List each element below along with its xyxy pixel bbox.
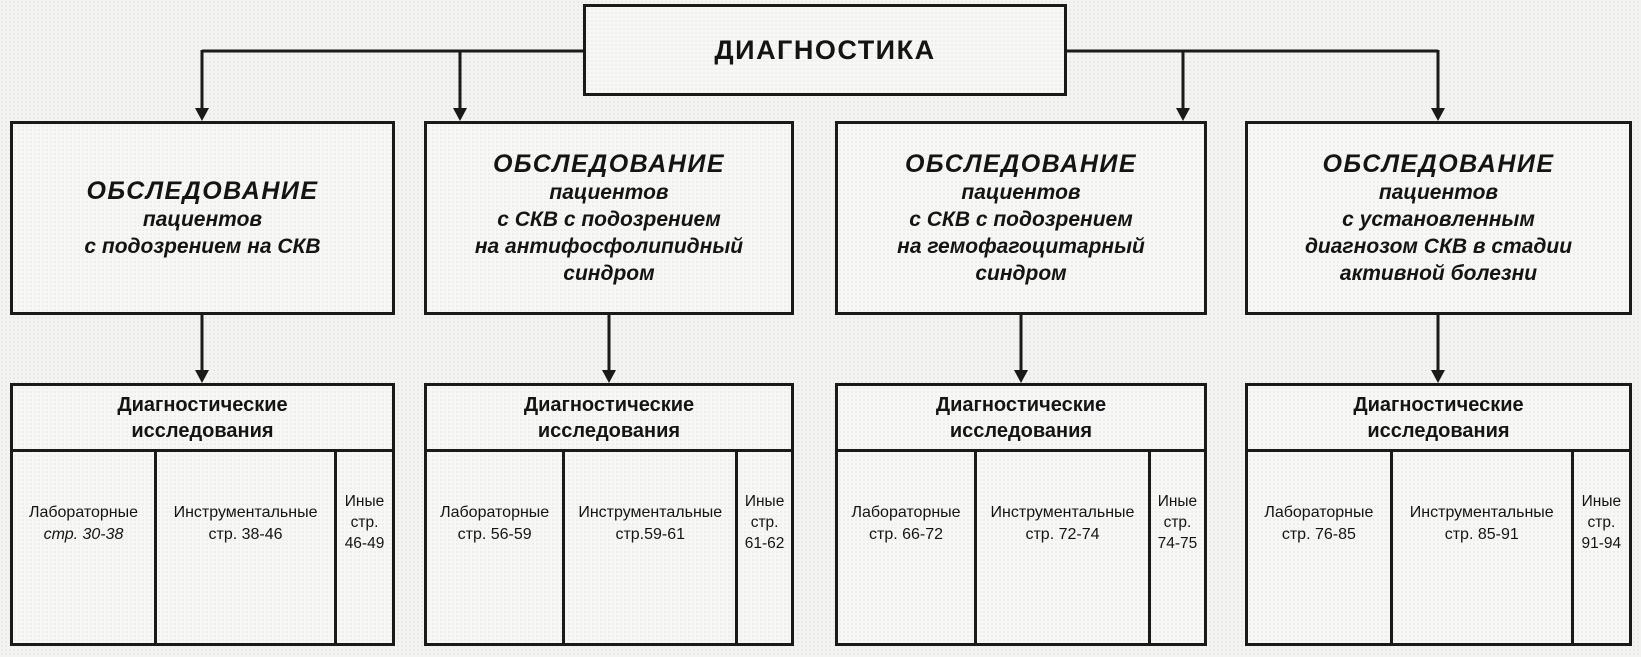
column-laboratory: Лабораторные стр. 66-72 bbox=[838, 452, 978, 643]
arrowhead-exam-1-icon bbox=[195, 108, 209, 121]
column-other: Иные стр. 91-94 bbox=[1574, 452, 1629, 643]
arrowhead-exam-3-icon bbox=[1176, 108, 1190, 121]
research-group-4: Диагностические исследования Лабораторны… bbox=[1245, 383, 1632, 646]
column-instrumental: Инструментальные стр. 38-46 bbox=[157, 452, 338, 643]
column-label: Лабораторные bbox=[851, 503, 961, 521]
column-pages: стр. 30-38 bbox=[43, 525, 124, 543]
arrowhead-group-3-icon bbox=[1014, 370, 1028, 383]
diagnostics-root-label: ДИАГНОСТИКА bbox=[714, 34, 936, 65]
exam-box-title: ОБСЛЕДОВАНИЕ bbox=[1322, 149, 1555, 178]
research-group-header: Диагностические исследования bbox=[13, 386, 392, 452]
exam-box-hemophagocytic-syndrome: ОБСЛЕДОВАНИЕ пациентов с СКВ с подозрени… bbox=[835, 121, 1207, 315]
arrowhead-group-1-icon bbox=[195, 370, 209, 383]
exam-box-subtitle: пациентов с СКВ с подозрением на гемофаг… bbox=[897, 180, 1145, 285]
research-group-3: Диагностические исследования Лабораторны… bbox=[835, 383, 1207, 646]
column-label: Иные bbox=[744, 493, 785, 511]
arrowhead-group-4-icon bbox=[1431, 370, 1445, 383]
column-instrumental: Инструментальные стр. 72-74 bbox=[977, 452, 1151, 643]
column-laboratory: Лабораторные стр. 30-38 bbox=[13, 452, 158, 643]
column-label: Лабораторные bbox=[1264, 503, 1374, 521]
column-instrumental: Инструментальные стр.59-61 bbox=[565, 452, 739, 643]
column-pages: стр. 74-75 bbox=[1157, 514, 1198, 552]
exam-box-subtitle: пациентов с установленным диагнозом СКВ … bbox=[1304, 180, 1573, 285]
column-label: Иные bbox=[1157, 493, 1198, 511]
column-label: Инструментальные bbox=[1409, 503, 1554, 521]
column-pages: стр. 76-85 bbox=[1281, 525, 1356, 543]
exam-box-established-sle-active: ОБСЛЕДОВАНИЕ пациентов с установленным д… bbox=[1245, 121, 1632, 315]
column-label: Инструментальные bbox=[990, 503, 1135, 521]
arrowhead-exam-4-icon bbox=[1431, 108, 1445, 121]
research-group-columns: Лабораторные стр. 30-38 Инструментальные… bbox=[13, 452, 392, 643]
column-other: Иные стр. 61-62 bbox=[738, 452, 791, 643]
exam-box-antiphospholipid-syndrome: ОБСЛЕДОВАНИЕ пациентов с СКВ с подозрени… bbox=[424, 121, 794, 315]
exam-box-title: ОБСЛЕДОВАНИЕ bbox=[904, 149, 1138, 178]
research-group-columns: Лабораторные стр. 76-85 Инструментальные… bbox=[1248, 452, 1629, 643]
column-other: Иные стр. 46-49 bbox=[337, 452, 392, 643]
column-laboratory: Лабораторные стр. 56-59 bbox=[427, 452, 566, 643]
research-group-header: Диагностические исследования bbox=[1248, 386, 1629, 452]
research-group-columns: Лабораторные стр. 56-59 Инструментальные… bbox=[427, 452, 791, 643]
column-label: Лабораторные bbox=[440, 503, 550, 521]
column-pages: стр. 56-59 bbox=[457, 525, 532, 543]
column-instrumental: Инструментальные стр. 85-91 bbox=[1393, 452, 1574, 643]
exam-box-subtitle: пациентов с СКВ с подозрением на антифос… bbox=[474, 180, 744, 285]
column-pages: стр. 66-72 bbox=[869, 525, 944, 543]
column-label: Иные bbox=[344, 493, 385, 511]
exam-box-suspected-sle: ОБСЛЕДОВАНИЕ пациентов с подозрением на … bbox=[10, 121, 395, 315]
research-group-header: Диагностические исследования bbox=[427, 386, 791, 452]
column-label: Инструментальные bbox=[173, 503, 318, 521]
exam-box-title: ОБСЛЕДОВАНИЕ bbox=[86, 176, 319, 205]
diagnostics-root-box: ДИАГНОСТИКА bbox=[583, 4, 1067, 96]
research-group-header: Диагностические исследования bbox=[838, 386, 1204, 452]
column-label: Инструментальные bbox=[578, 503, 723, 521]
exam-box-title: ОБСЛЕДОВАНИЕ bbox=[492, 149, 726, 178]
column-pages: стр. 85-91 bbox=[1444, 525, 1519, 543]
research-group-2: Диагностические исследования Лабораторны… bbox=[424, 383, 794, 646]
column-pages: стр. 91-94 bbox=[1581, 514, 1622, 552]
column-pages: стр. 61-62 bbox=[744, 514, 785, 552]
column-pages: стр.59-61 bbox=[615, 525, 686, 543]
column-pages: стр. 72-74 bbox=[1025, 525, 1100, 543]
arrowhead-group-2-icon bbox=[602, 370, 616, 383]
column-pages: стр. 46-49 bbox=[344, 514, 385, 552]
research-group-1: Диагностические исследования Лабораторны… bbox=[10, 383, 395, 646]
exam-box-subtitle: пациентов с подозрением на СКВ bbox=[84, 207, 321, 258]
arrowhead-exam-2-icon bbox=[453, 108, 467, 121]
column-pages: стр. 38-46 bbox=[208, 525, 283, 543]
research-group-columns: Лабораторные стр. 66-72 Инструментальные… bbox=[838, 452, 1204, 643]
column-label: Иные bbox=[1581, 493, 1622, 511]
column-label: Лабораторные bbox=[28, 503, 139, 521]
column-other: Иные стр. 74-75 bbox=[1151, 452, 1204, 643]
column-laboratory: Лабораторные стр. 76-85 bbox=[1248, 452, 1393, 643]
